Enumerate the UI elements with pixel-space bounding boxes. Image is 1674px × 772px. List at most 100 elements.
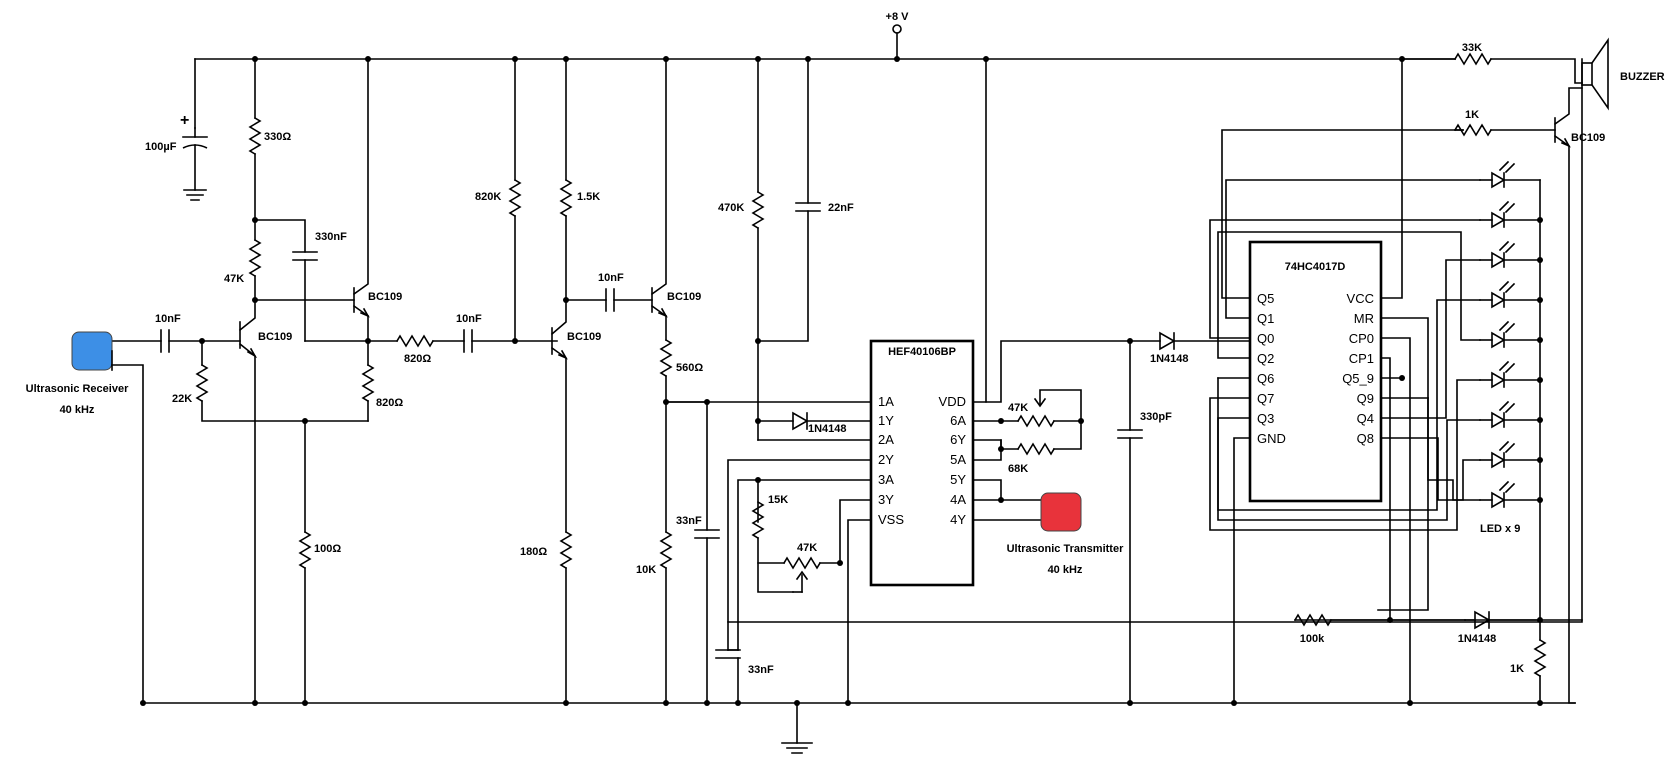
resistor-100k: 100k [1293,613,1466,645]
capacitor-10nf-input: 10nF [109,313,203,353]
supply-label: +8 V [886,11,910,23]
svg-text:1A: 1A [878,394,894,409]
svg-text:4A: 4A [950,492,966,507]
svg-text:2Y: 2Y [878,452,894,467]
resistor-1k-led: 1K [1510,638,1547,704]
resistor-560: 560Ω [659,338,703,533]
ic-hef40106bp: HEF40106BP 1A 1Y 2A 2Y 3A 3Y VSS VDD 6A … [869,339,975,587]
svg-text:5A: 5A [950,452,966,467]
svg-text:LED x 9: LED x 9 [1480,523,1520,535]
svg-text:MR: MR [1354,311,1374,326]
svg-text:47K: 47K [1008,402,1028,414]
potentiometer-47k: 47K [757,542,841,593]
svg-text:33nF: 33nF [676,515,702,527]
svg-text:4Y: 4Y [950,512,966,527]
svg-text:VSS: VSS [878,512,904,527]
junction-dots [140,56,1543,706]
resistor-22k: 22K [172,340,369,422]
led [1479,240,1541,269]
svg-text:6Y: 6Y [950,432,966,447]
transistor-q3: BC109 [550,299,601,533]
capacitor-330nf: 330nF [254,219,347,342]
svg-text:1N4148: 1N4148 [808,423,847,435]
svg-text:Q0: Q0 [1257,331,1274,346]
svg-text:Q5_9: Q5_9 [1342,371,1374,386]
counter-wiring [1209,58,1583,704]
svg-text:Q2: Q2 [1257,351,1274,366]
transistor-q2: BC109 [254,58,402,342]
svg-text:3A: 3A [878,472,894,487]
svg-text:1Y: 1Y [878,413,894,428]
svg-text:470K: 470K [718,202,744,214]
svg-text:+: + [180,112,189,129]
resistor-1k5: 1.5K [559,58,600,301]
capacitor-33nf-a: 33nF [665,401,720,704]
capacitor-10nf-coupling: 10nF [456,313,558,353]
led [1479,400,1541,429]
capacitor-22nf: 22nF [757,58,854,342]
svg-text:GND: GND [1257,431,1286,446]
wire-4a-4y [972,479,1042,521]
svg-text:CP1: CP1 [1349,351,1374,366]
resistor-470k: 470K [718,58,765,441]
svg-text:330pF: 330pF [1140,411,1172,423]
capacitor-10nf-stage2: 10nF [565,272,653,312]
svg-text:180Ω: 180Ω [520,546,547,558]
capacitor-33nf-b: 33nF [715,621,774,704]
resistor-33k: 33K [1401,42,1583,84]
svg-text:1.5K: 1.5K [577,191,600,203]
svg-text:10nF: 10nF [598,272,624,284]
wire-3y [839,499,872,564]
resistor-180: 180Ω [520,530,573,704]
supply-rail [194,58,1456,129]
svg-text:100k: 100k [1300,633,1325,645]
svg-text:Q7: Q7 [1257,391,1274,406]
wire-stage1-out: 820Ω [304,334,465,365]
led [1479,440,1541,469]
svg-text:Q9: Q9 [1357,391,1374,406]
svg-text:1K: 1K [1465,109,1479,121]
svg-text:Ultrasonic Receiver: Ultrasonic Receiver [26,383,129,395]
svg-text:Q1: Q1 [1257,311,1274,326]
ground-symbol [781,702,813,754]
svg-text:VDD: VDD [939,394,966,409]
svg-text:330nF: 330nF [315,231,347,243]
receiver-block [71,331,113,371]
svg-text:BC109: BC109 [667,291,701,303]
svg-text:40 kHz: 40 kHz [1048,564,1083,576]
led-array: LED x 9 [1479,160,1541,641]
svg-text:100Ω: 100Ω [314,543,341,555]
svg-text:40 kHz: 40 kHz [60,404,95,416]
svg-text:1N4148: 1N4148 [1458,633,1497,645]
svg-text:6A: 6A [950,413,966,428]
svg-text:VCC: VCC [1347,291,1374,306]
svg-text:2A: 2A [878,432,894,447]
svg-text:33K: 33K [1462,42,1482,54]
svg-text:Q8: Q8 [1357,431,1374,446]
svg-text:Q6: Q6 [1257,371,1274,386]
svg-text:1N4148: 1N4148 [1150,353,1189,365]
svg-text:10K: 10K [636,564,656,576]
wire-vss [847,519,872,704]
resistor-100: 100Ω [298,420,341,704]
diode-d3: 1N4148 [1458,610,1541,645]
led [1479,280,1541,309]
svg-text:BC109: BC109 [258,331,292,343]
svg-text:820K: 820K [475,191,501,203]
svg-text:15K: 15K [768,494,788,506]
resistor-47k: 47K [224,219,262,301]
svg-text:5Y: 5Y [950,472,966,487]
diode-d1: 1N4148 [757,411,872,435]
transistor-q4: BC109 [650,58,701,341]
svg-text:3Y: 3Y [878,492,894,507]
svg-text:HEF40106BP: HEF40106BP [888,346,956,358]
resistor-820-emitter: 820Ω [361,340,403,422]
transistor-q5: BC109 [1553,87,1605,704]
led [1479,160,1541,189]
svg-text:1K: 1K [1510,663,1524,675]
resistor-15k: 15K [737,479,794,651]
led [1479,200,1541,229]
resistor-820k: 820K [475,58,522,342]
svg-text:Q5: Q5 [1257,291,1274,306]
